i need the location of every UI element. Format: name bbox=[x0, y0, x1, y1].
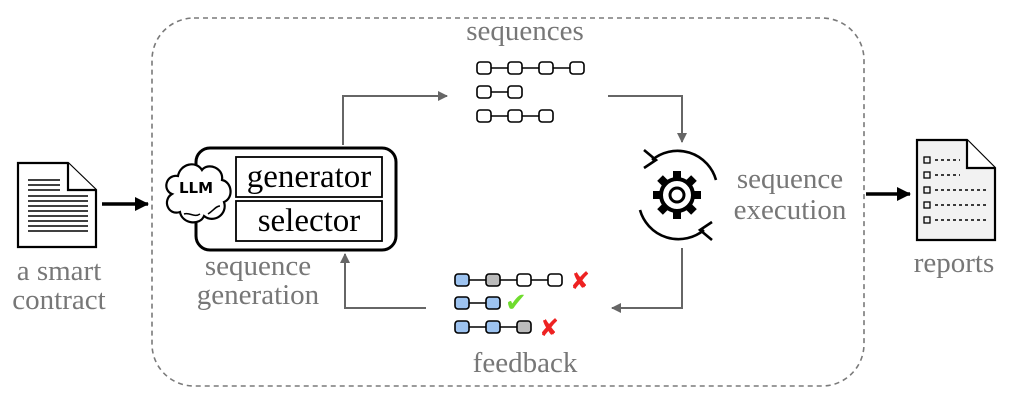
arrow-generation-to-sequences bbox=[342, 91, 448, 145]
reports-document-icon bbox=[915, 138, 997, 242]
execution-label-line2: execution bbox=[733, 194, 847, 226]
llm-label: LLM bbox=[178, 179, 214, 197]
llm-brain-icon bbox=[165, 163, 232, 224]
execution-label-line1: sequence bbox=[736, 163, 844, 195]
input-label-line1: a smart bbox=[16, 255, 102, 287]
arrow-sequences-to-execution bbox=[608, 95, 687, 143]
execution-gear-icon bbox=[638, 149, 718, 241]
selector-label: selector bbox=[257, 203, 361, 239]
arrow-feedback-to-generation bbox=[340, 253, 426, 309]
input-label-line2: contract bbox=[12, 284, 106, 316]
generator-box bbox=[235, 156, 383, 198]
sequences-label: sequences bbox=[466, 15, 584, 47]
generation-caption-line2: generation bbox=[196, 279, 320, 311]
sequences-icon bbox=[476, 61, 585, 123]
generation-caption-line1: sequence bbox=[204, 250, 312, 282]
generator-label: generator bbox=[246, 159, 372, 195]
output-label: reports bbox=[913, 247, 995, 279]
feedback-label: feedback bbox=[472, 347, 578, 379]
fail-mark-icon: ✘ bbox=[539, 314, 560, 342]
fail-mark-icon: ✘ bbox=[570, 267, 591, 295]
arrow-execution-to-feedback bbox=[611, 248, 683, 313]
pass-mark-icon: ✔ bbox=[505, 288, 527, 318]
feedback-icon bbox=[454, 273, 563, 334]
smart-contract-document-icon bbox=[16, 161, 98, 249]
selector-box bbox=[235, 200, 383, 242]
